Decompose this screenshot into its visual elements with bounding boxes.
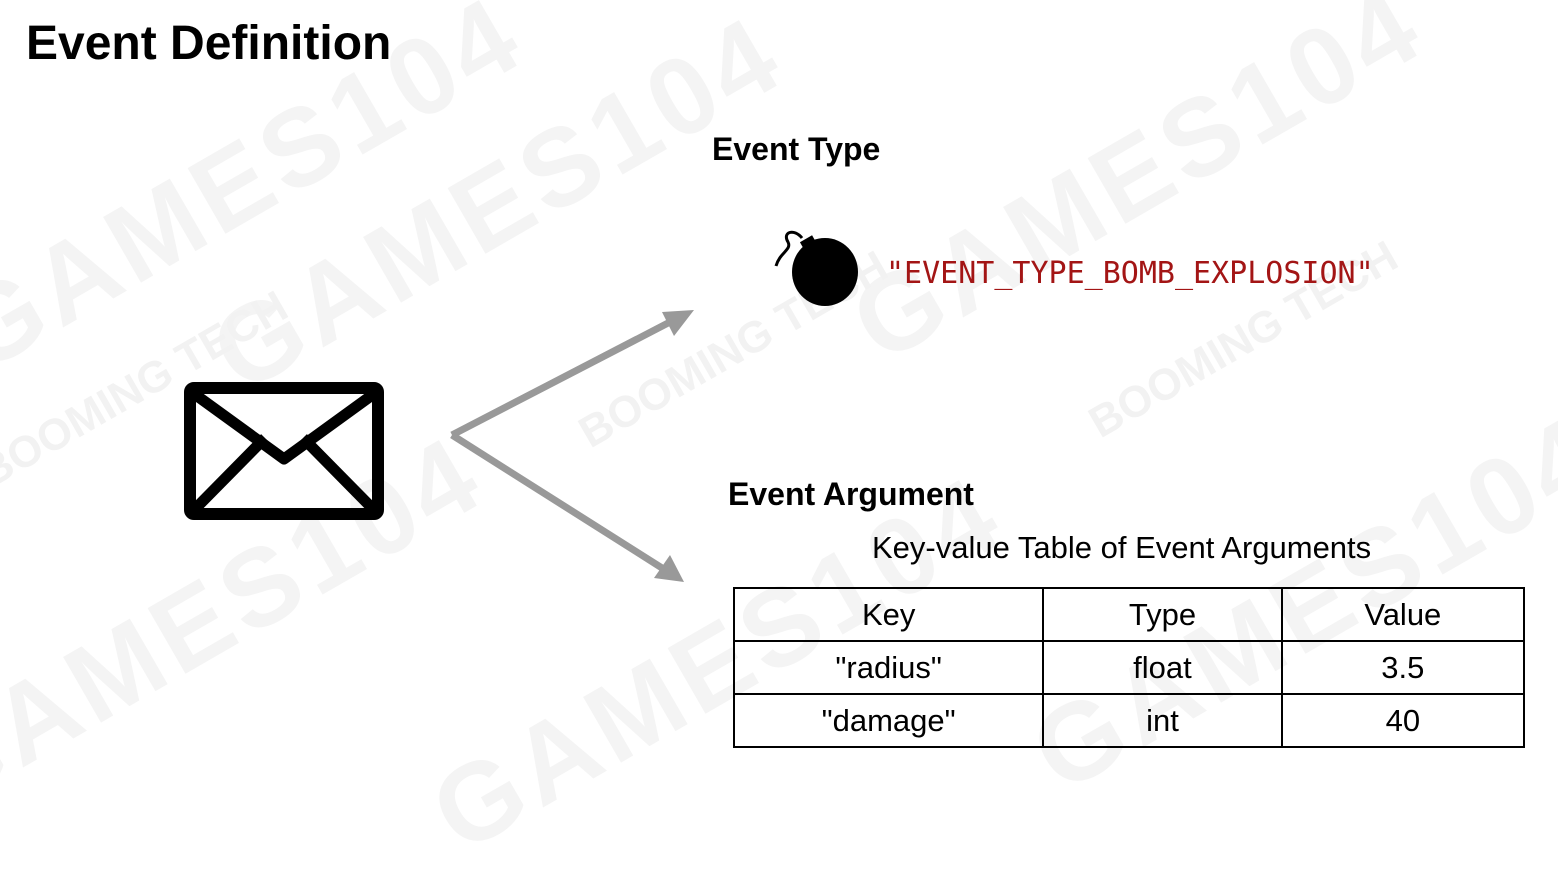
table-header-row: Key Type Value xyxy=(732,587,1526,642)
cell-type: int xyxy=(1042,693,1283,748)
event-argument-heading: Event Argument xyxy=(728,476,974,512)
event-arguments-table: Key Type Value "radius" float 3.5 "damag… xyxy=(732,587,1526,748)
slide-title: Event Definition xyxy=(26,17,392,70)
column-header-type: Type xyxy=(1042,587,1283,642)
arrowhead xyxy=(654,555,684,582)
event-type-value: "EVENT_TYPE_BOMB_EXPLOSION" xyxy=(886,256,1374,291)
cell-value: 3.5 xyxy=(1280,640,1526,695)
cell-value: 40 xyxy=(1280,693,1526,748)
event-type-heading: Event Type xyxy=(712,131,881,167)
cell-key: "radius" xyxy=(732,640,1045,695)
table-caption: Key-value Table of Event Arguments xyxy=(872,530,1372,565)
arrowhead xyxy=(662,310,694,336)
envelope-icon xyxy=(184,382,384,520)
table-row: "damage" int 40 xyxy=(732,693,1526,748)
bomb-icon xyxy=(774,230,858,306)
watermark: GAMES104 xyxy=(831,0,1444,386)
cell-type: float xyxy=(1042,640,1283,695)
column-header-key: Key xyxy=(732,587,1045,642)
arrow-to-event-argument xyxy=(450,432,664,571)
branch-arrows xyxy=(450,310,694,582)
table-row: "radius" float 3.5 xyxy=(732,640,1526,695)
cell-key: "damage" xyxy=(732,693,1045,748)
arrow-to-event-type xyxy=(450,318,672,439)
column-header-value: Value xyxy=(1280,587,1526,642)
